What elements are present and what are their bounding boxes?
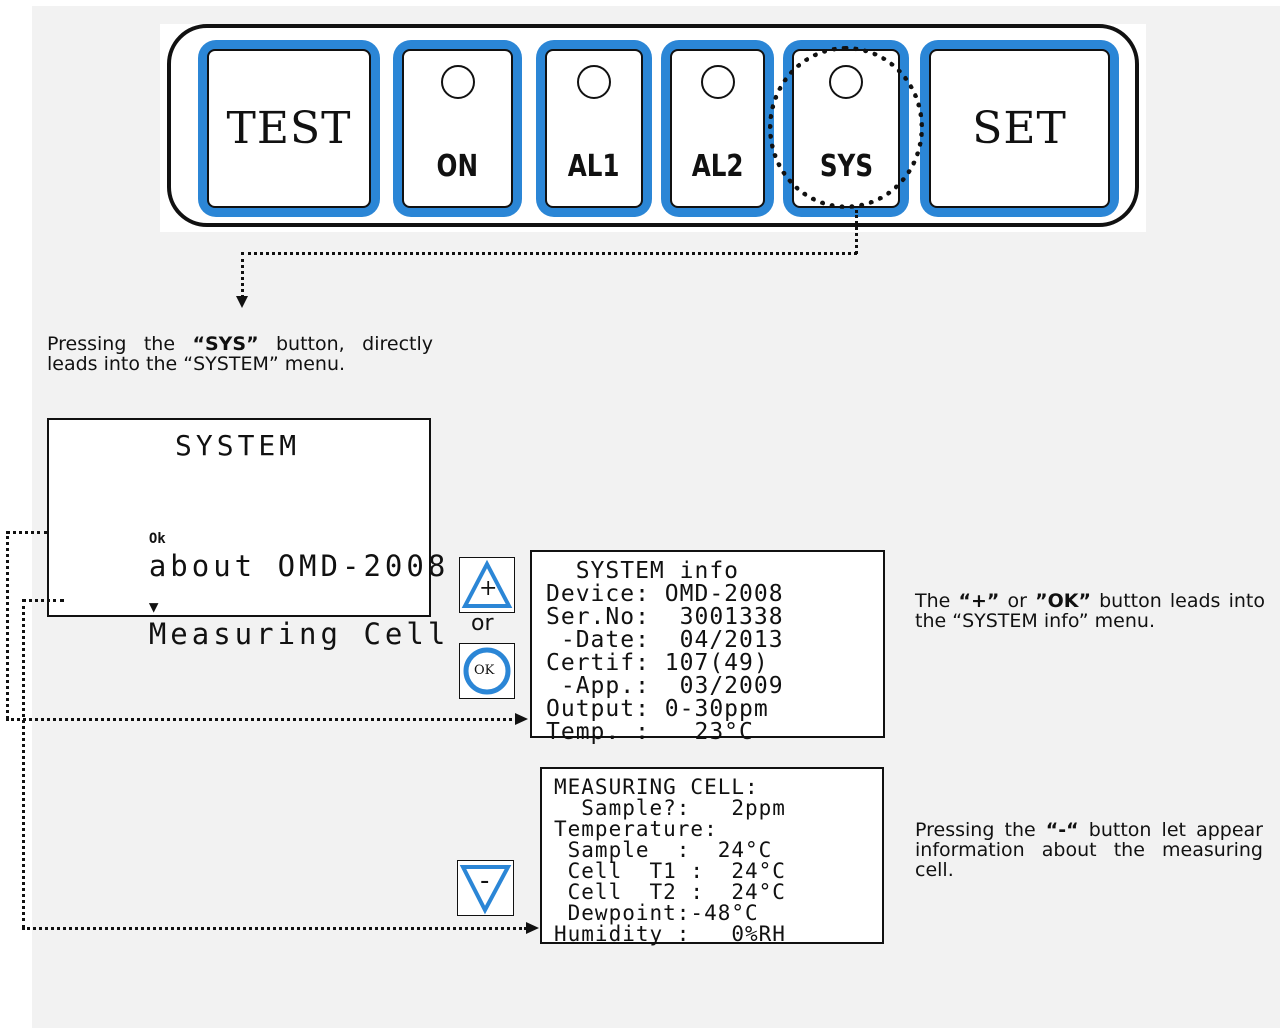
ok-symbol: OK: [474, 663, 495, 678]
on-key-label: ON: [436, 149, 479, 184]
plus-button[interactable]: +: [459, 557, 515, 613]
ok-circle-icon: [463, 647, 511, 695]
connector-ok-vertical: [6, 531, 9, 719]
down-marker-icon: ▼: [148, 597, 159, 616]
connector-sys-vertical: [855, 210, 858, 254]
al1-key[interactable]: AL1: [536, 40, 652, 217]
connector-ok-horizontal: [6, 718, 518, 721]
system-menu-title: SYSTEM: [175, 429, 301, 462]
system-info-line: Certif: 107(49): [546, 650, 769, 676]
plus-ok-caption: The “+” or ”OK” button leads into the “S…: [915, 591, 1265, 631]
system-info-line: Ser.No: 3001338: [546, 604, 784, 630]
on-key[interactable]: ON: [393, 40, 522, 217]
sys-highlight-circle: [768, 46, 924, 209]
system-info-lcd: SYSTEM info Device: OMD-2008 Ser.No: 300…: [530, 550, 885, 744]
connector-down-stub: [22, 599, 64, 602]
system-info-line: Output: 0-30ppm: [546, 696, 769, 722]
system-menu-item-ok[interactable]: Ok about OMD-2008: [63, 494, 449, 610]
minus-caption-post: button let appear information about the …: [915, 819, 1263, 881]
measuring-cell-line: Cell T2 : 24°C: [554, 880, 786, 904]
system-menu-item-measuring[interactable]: ▼ Measuring Cell: [63, 562, 449, 678]
minus-caption-strong: “-“: [1045, 819, 1079, 841]
ok-button[interactable]: OK: [459, 643, 515, 699]
connector-down-horizontal: [22, 927, 527, 930]
test-key-label: TEST: [226, 103, 352, 154]
plus-ok-caption-pre: The: [915, 590, 959, 612]
system-info-line: -Date: 04/2013: [546, 627, 784, 653]
plus-symbol: +: [479, 576, 498, 601]
arrow-right-icon: [526, 922, 539, 934]
ok-marker-icon: Ok: [148, 531, 166, 547]
al2-key-label: AL2: [691, 149, 744, 184]
al2-key[interactable]: AL2: [661, 40, 774, 217]
minus-caption: Pressing the “-“ button let appear infor…: [915, 820, 1263, 880]
connector-ok-stub: [6, 531, 48, 534]
plus-ok-caption-post: button leads into the “SYSTEM info” menu…: [915, 590, 1265, 632]
measuring-cell-line: Temperature:: [554, 817, 718, 841]
system-menu-item-ok-label: about OMD-2008: [148, 549, 450, 583]
or-label: or: [471, 611, 494, 636]
plus-ok-caption-ok: ”OK”: [1035, 590, 1091, 612]
arrow-right-icon: [515, 713, 528, 725]
arrow-down-icon: [236, 296, 248, 308]
plus-ok-caption-plus: “+”: [958, 590, 1000, 612]
al1-led-icon: [577, 65, 611, 99]
sys-caption-post: button, directly leads into the “SYSTEM”…: [47, 333, 433, 375]
measuring-cell-line: Dewpoint:-48°C: [554, 901, 759, 925]
measuring-cell-line: Sample : 24°C: [554, 838, 773, 862]
minus-symbol: -: [480, 866, 490, 896]
plus-triangle-icon: [461, 559, 513, 608]
set-key-label: SET: [972, 103, 1067, 154]
connector-down-vertical: [22, 599, 25, 928]
sys-caption: Pressing the “SYS” button, directly lead…: [47, 334, 433, 374]
measuring-cell-line: MEASURING CELL:: [554, 775, 759, 799]
system-info-line: SYSTEM info: [546, 558, 740, 584]
test-key[interactable]: TEST: [198, 40, 380, 217]
system-info-line: -App.: 03/2009: [546, 673, 784, 699]
system-menu-item-measuring-label: Measuring Cell: [148, 617, 450, 651]
on-led-icon: [440, 65, 475, 99]
system-menu-lcd: SYSTEM Ok about OMD-2008 ▼ Measuring Cel…: [47, 418, 445, 649]
keypad-outline: [167, 24, 1139, 227]
plus-ok-caption-mid: or: [999, 590, 1036, 612]
sys-caption-strong: “SYS”: [192, 333, 259, 355]
al1-key-label: AL1: [568, 149, 620, 184]
measuring-cell-lcd: MEASURING CELL: Sample?: 2ppm Temperatur…: [540, 767, 884, 946]
minus-button[interactable]: -: [457, 860, 514, 916]
system-info-line: Device: OMD-2008: [546, 581, 784, 607]
system-info-line: Temp. : 23°C: [546, 719, 754, 745]
measuring-cell-line: Sample?: 2ppm: [554, 796, 786, 820]
connector-sys-horizontal: [241, 252, 857, 255]
connector-sys-down: [241, 252, 244, 298]
sys-caption-pre: Pressing the: [47, 333, 193, 355]
minus-caption-pre: Pressing the: [915, 819, 1046, 841]
measuring-cell-line: Humidity : 0%RH: [554, 922, 786, 946]
minus-triangle-icon: [459, 865, 512, 915]
al2-led-icon: [700, 65, 735, 99]
set-key[interactable]: SET: [920, 40, 1119, 217]
measuring-cell-line: Cell T1 : 24°C: [554, 859, 786, 883]
